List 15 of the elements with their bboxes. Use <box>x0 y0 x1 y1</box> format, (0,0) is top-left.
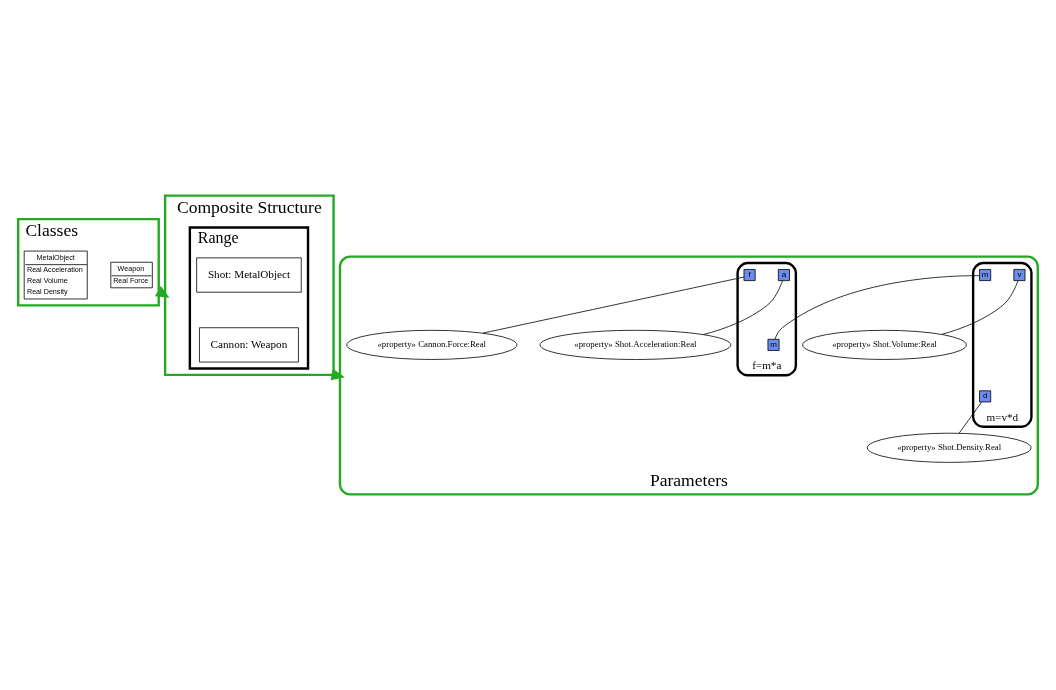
node-box: d <box>979 390 992 403</box>
node-box: f <box>743 269 756 281</box>
node-box: v <box>1013 269 1026 281</box>
node-box: Shot: MetalObject <box>196 257 302 293</box>
connector <box>774 275 980 340</box>
node-box: Cannon: Weapon <box>199 327 299 363</box>
node-box: a <box>777 269 790 281</box>
connector <box>958 401 982 434</box>
node-ellipse: «property» Shot.Density.Real <box>866 432 1032 463</box>
node-ellipse: «property» Cannon.Force:Real <box>346 329 518 360</box>
node-box: m <box>767 338 780 351</box>
node-box: m <box>979 269 992 281</box>
node-ellipse: «property» Shot.Volume:Real <box>802 329 967 360</box>
connector <box>482 276 745 334</box>
node-ellipse: «property» Shot.Acceleration:Real <box>539 329 732 360</box>
